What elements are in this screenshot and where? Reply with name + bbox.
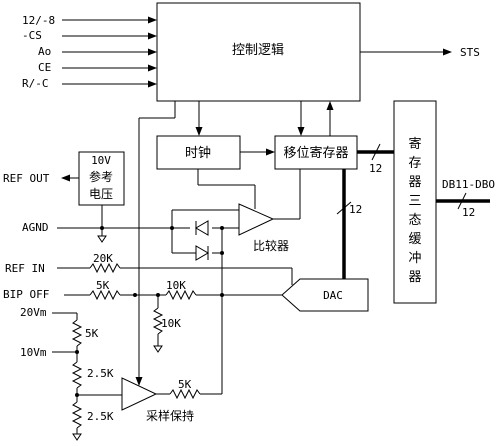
input-divider: 20Vm 5K 10Vm 2.5K 2.5K bbox=[20, 306, 114, 441]
bus-width-label-3: 12 bbox=[462, 206, 475, 219]
ref-text-label: 参考 bbox=[89, 169, 113, 184]
buffer-char-2: 存 bbox=[408, 156, 421, 171]
buffer-char-7: 冲 bbox=[408, 251, 421, 266]
agnd-network: AGND bbox=[22, 205, 239, 295]
ref-out-signal: REF OUT bbox=[3, 172, 79, 185]
bip-off-label: BIP OFF bbox=[3, 288, 49, 301]
input-label-rc: R/-C bbox=[22, 77, 49, 90]
sts-label: STS bbox=[460, 46, 480, 59]
dac-block: DAC bbox=[281, 278, 369, 312]
sample-hold: 5K 采样保持 bbox=[77, 295, 223, 423]
bip-off-path: BIP OFF 5K 10K 10K bbox=[3, 279, 282, 353]
ref-10v-label: 10V bbox=[91, 154, 111, 167]
ref-out-label: REF OUT bbox=[3, 172, 50, 185]
control-logic-block: 控制逻辑 bbox=[156, 2, 361, 102]
bus-width-label-1: 12 bbox=[369, 162, 382, 175]
r-bip-series-label: 10K bbox=[166, 279, 186, 292]
buffer-char-1: 寄 bbox=[408, 136, 421, 152]
control-logic-label: 控制逻辑 bbox=[232, 43, 284, 58]
r-refin-label: 20K bbox=[93, 252, 113, 265]
input-label-12-8: 12/-8 bbox=[22, 14, 55, 27]
buffer-char-4: 三 bbox=[408, 194, 421, 209]
data-bus-output: DB11-DBO 12 bbox=[436, 178, 495, 219]
sh-control-line bbox=[135, 101, 176, 386]
clock-label: 时钟 bbox=[185, 145, 211, 161]
comparator: 比较器 bbox=[222, 169, 301, 253]
buffer-char-6: 缓 bbox=[408, 232, 421, 247]
tristate-buffer-block: 寄 存 器 三 态 缓 冲 器 bbox=[393, 100, 437, 304]
ref-voltage-label: 电压 bbox=[89, 187, 113, 201]
ref-in-label: REF IN bbox=[5, 262, 45, 275]
bus-sr-to-dac: 12 bbox=[336, 169, 362, 279]
input-label-ao: Ao bbox=[38, 45, 51, 58]
buffer-char-3: 器 bbox=[408, 175, 421, 190]
comparator-label: 比较器 bbox=[253, 238, 289, 253]
r-div2-label: 2.5K bbox=[87, 367, 114, 380]
ref-in-path: REF IN 20K bbox=[5, 252, 293, 285]
shift-register-block: 移位寄存器 bbox=[274, 135, 358, 170]
vin20-label: 20Vm bbox=[20, 306, 47, 319]
bus-sr-to-buffer: 12 bbox=[357, 143, 394, 175]
bus-width-label-2: 12 bbox=[349, 203, 362, 216]
dac-label: DAC bbox=[323, 289, 343, 302]
r-div1-label: 5K bbox=[85, 327, 99, 340]
r-bip-shunt-label: 10K bbox=[161, 317, 181, 330]
buffer-char-8: 器 bbox=[408, 270, 421, 285]
input-label-cs: -CS bbox=[22, 29, 42, 42]
agnd-label: AGND bbox=[22, 221, 49, 234]
control-inputs: 12/-8 -CS Ao CE R/-C bbox=[22, 14, 157, 90]
r-bipoff-label: 5K bbox=[96, 279, 110, 292]
sts-output: STS bbox=[360, 46, 480, 59]
buffer-char-5: 态 bbox=[408, 213, 421, 228]
input-label-ce: CE bbox=[38, 61, 51, 74]
r-sh-label: 5K bbox=[178, 378, 192, 391]
sample-hold-label: 采样保持 bbox=[146, 408, 194, 423]
reference-block: 10V 参考 电压 bbox=[78, 151, 125, 206]
r-div3-label: 2.5K bbox=[87, 410, 114, 423]
shift-register-label: 移位寄存器 bbox=[283, 145, 348, 161]
clock-block: 时钟 bbox=[156, 135, 241, 170]
vin10-label: 10Vm bbox=[20, 346, 47, 359]
data-bus-label: DB11-DBO bbox=[442, 178, 495, 191]
